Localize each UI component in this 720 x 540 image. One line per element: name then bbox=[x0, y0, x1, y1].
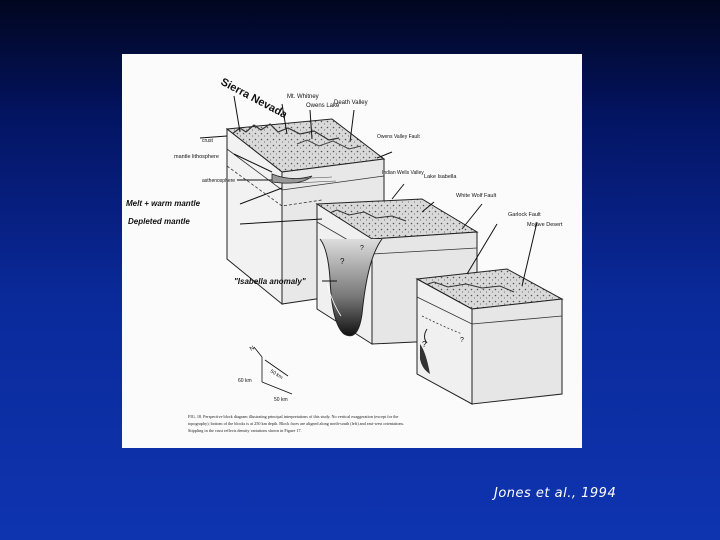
scale-bar bbox=[253, 346, 293, 395]
mt-whitney-label: Mt. Whitney bbox=[287, 94, 319, 100]
owens-lake-label: Owens Lake bbox=[306, 103, 340, 109]
isabella-anomaly-drip bbox=[319, 238, 383, 337]
caption-line-1: FIG. 18. Perspective block diagram illus… bbox=[188, 414, 398, 419]
white-wolf-fault-label: White Wolf Fault bbox=[456, 193, 497, 199]
question-mark-3: ? bbox=[422, 340, 427, 349]
scale-50km-a: 50 km bbox=[269, 369, 284, 381]
mantle-lithosphere-label: mantle lithosphere bbox=[174, 154, 219, 160]
block-diagram-figure: Sierra Nevada Mt. Whitney Owens Lake Dea… bbox=[122, 54, 582, 448]
citation-text: Jones et al., 1994 bbox=[494, 486, 617, 501]
asthenosphere-label: asthenosphere bbox=[202, 178, 235, 184]
caption-line-3: Stippling in the crust reflects density … bbox=[188, 428, 302, 433]
question-mark-2: ? bbox=[360, 245, 364, 252]
owens-valley-fault-label: Owens Valley Fault bbox=[377, 134, 420, 140]
sierra-nevada-label: Sierra Nevada bbox=[219, 76, 290, 121]
crust-label: crust bbox=[202, 138, 213, 144]
lake-isabella-label: Lake Isabella bbox=[424, 174, 457, 180]
question-mark-4: ? bbox=[460, 337, 464, 344]
question-mark-1: ? bbox=[340, 257, 345, 266]
depleted-mantle-label: Depleted mantle bbox=[128, 217, 190, 226]
mojave-desert-label: Mojave Desert bbox=[527, 222, 563, 228]
pointer-lines bbox=[199, 95, 538, 287]
indian-wells-valley-label: Indian Wells Valley bbox=[382, 170, 424, 176]
isabella-anomaly-label: "Isabella anomaly" bbox=[234, 277, 306, 286]
melt-warm-mantle-label: Melt + warm mantle bbox=[126, 199, 201, 208]
block-3 bbox=[415, 268, 564, 405]
death-valley-label: Death Valley bbox=[334, 100, 368, 106]
scale-50km-b: 50 km bbox=[274, 397, 288, 403]
north-arrow-icon: N bbox=[249, 345, 256, 352]
scale-60km: 60 km bbox=[238, 378, 252, 384]
caption-line-2: topography); bottom of the blocks is at … bbox=[188, 421, 404, 426]
garlock-fault-label: Garlock Fault bbox=[508, 212, 541, 218]
